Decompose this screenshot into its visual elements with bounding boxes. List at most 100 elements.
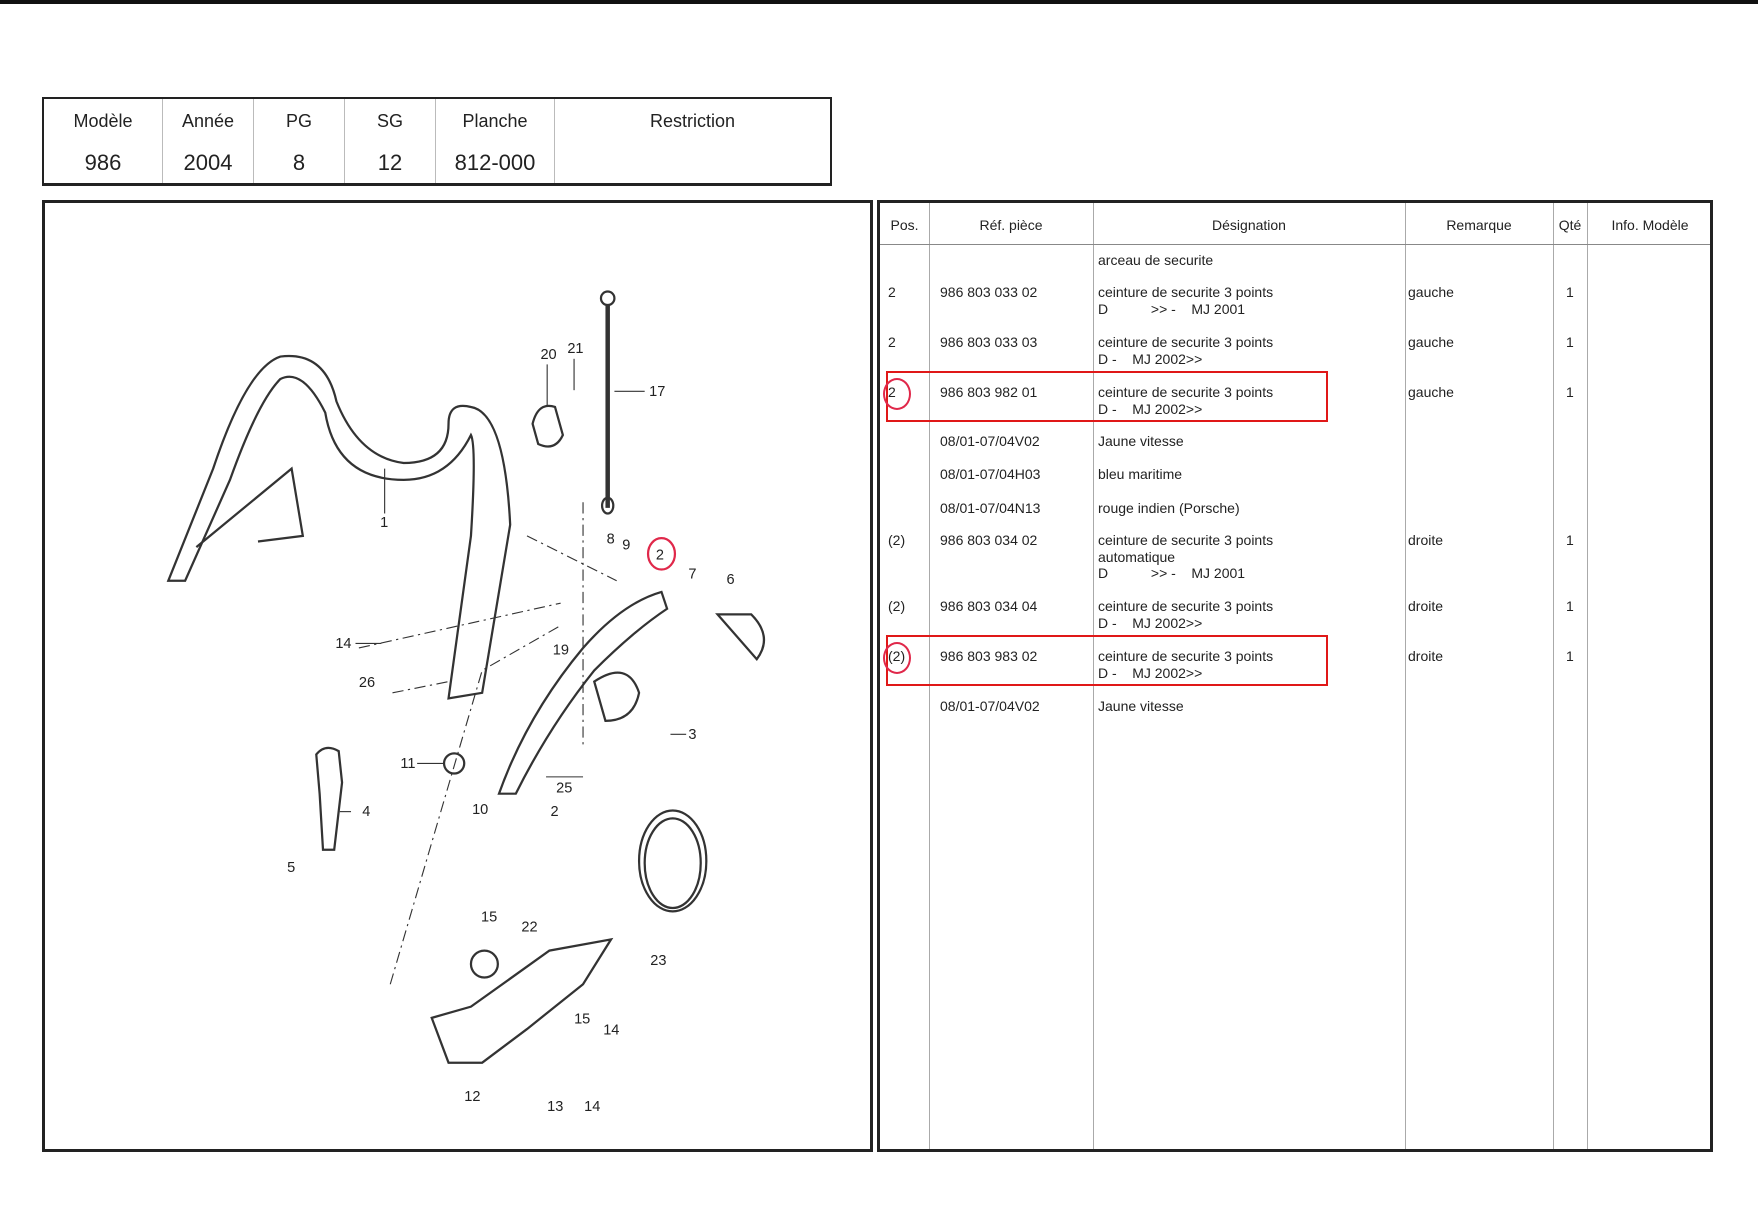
cell-qte: 1	[1566, 648, 1574, 664]
column-header-designation: Désignation	[1212, 217, 1286, 233]
retractor	[592, 671, 641, 722]
cell-designation: ceinture de securite 3 points	[1098, 648, 1274, 664]
cell-designation: ceinture de securite 3 points	[1098, 384, 1274, 400]
header-label: PG	[285, 111, 312, 131]
parts-diagram: 20 21 17 1 8 9 2 7 6 14 19 26 3 11 25 10…	[42, 200, 873, 1152]
callout-label: 15	[574, 1011, 590, 1027]
callout-label: 10	[472, 802, 488, 818]
header-value: 12	[377, 150, 403, 175]
cell-designation: ceinture de securite 3 points	[1098, 532, 1274, 548]
callout-label: 6	[727, 572, 735, 588]
cable-23	[637, 809, 708, 913]
callout-label: 4	[362, 804, 370, 820]
callout-label: 21	[567, 341, 583, 357]
callout-label: 14	[603, 1023, 619, 1039]
buckle-4	[315, 746, 344, 851]
cell-ref: 986 803 033 03	[940, 334, 1038, 350]
cell-designation: D - MJ 2002>>	[1098, 664, 1203, 681]
header-modele: Modèle 986	[44, 99, 163, 183]
cover-12	[430, 937, 614, 1064]
callout-label: 17	[649, 384, 665, 400]
cell-ref: 08/01-07/04V02	[940, 698, 1040, 714]
cell-remarque: gauche	[1408, 284, 1454, 300]
cell-designation: ceinture de securite 3 points	[1098, 284, 1274, 300]
red-circle-pos	[883, 642, 911, 674]
callout-label: 5	[287, 860, 295, 876]
cell-designation: automatique	[1098, 548, 1176, 565]
callout-label: 3	[688, 727, 696, 743]
callout-label: 25	[556, 781, 572, 797]
scan-top-border	[0, 0, 1758, 4]
cell-pos: (2)	[888, 532, 906, 548]
cell-remarque: gauche	[1408, 384, 1454, 400]
callout-label: 19	[553, 643, 569, 659]
cell-designation: D >> - MJ 2001	[1098, 565, 1246, 581]
parts-table: Pos. Réf. pièce Désignation Remarque Qté Info…	[877, 200, 1713, 1152]
cell-ref: 986 803 983 02	[940, 648, 1038, 664]
cell-pos: 2	[888, 284, 896, 300]
cell-ref: 986 803 034 04	[940, 598, 1038, 614]
cell-designation: D - MJ 2002>>	[1098, 400, 1203, 417]
header-label: Modèle	[73, 111, 133, 131]
header-label: Planche	[462, 111, 528, 131]
cell-designation: D - MJ 2002>>	[1098, 614, 1203, 631]
cell-ref: 08/01-07/04N13	[940, 500, 1041, 516]
cell-ref: 08/01-07/04V02	[940, 433, 1040, 449]
red-highlight-box	[886, 635, 1328, 686]
callout-labels: 20 21 17 1 8 9 2 7 6 14 19 26 3 11 25 10…	[287, 341, 734, 1115]
red-circle-callout-2	[646, 537, 677, 571]
cell-ref: 986 803 034 02	[940, 532, 1038, 548]
column-header-info-modele: Info. Modèle	[1611, 217, 1689, 233]
column-header-ref: Réf. pièce	[979, 217, 1043, 233]
header-pg: PG 8	[254, 99, 345, 183]
callout-label: 14	[335, 636, 351, 652]
cell-qte: 1	[1566, 532, 1574, 548]
callout-label: 11	[400, 756, 415, 772]
column-header-pos: Pos.	[890, 217, 919, 233]
column-header-qte: Qté	[1558, 217, 1582, 233]
header-value: 8	[292, 150, 306, 175]
cell-ref: 08/01-07/04H03	[940, 466, 1041, 482]
callout-label: 9	[622, 537, 630, 553]
header-value: 2004	[183, 150, 233, 175]
cell-ref: 986 803 033 02	[940, 284, 1038, 300]
cell-designation: Jaune vitesse	[1098, 698, 1184, 714]
cell-designation: bleu maritime	[1098, 466, 1183, 482]
callout-label: 2	[656, 547, 664, 563]
cell-remarque: droite	[1408, 648, 1444, 664]
cell-designation: arceau de securite	[1098, 252, 1214, 268]
cell-qte: 1	[1566, 384, 1574, 400]
cell-pos: (2)	[888, 598, 906, 614]
callout-label: 13	[547, 1099, 563, 1115]
cell-qte: 1	[1566, 598, 1574, 614]
spacer-11	[442, 752, 466, 775]
cell-pos: 2	[888, 334, 896, 350]
header-restriction: Restriction	[555, 99, 830, 183]
red-highlight-box	[886, 371, 1328, 422]
washer-15	[469, 949, 499, 979]
cell-qte: 1	[1566, 284, 1574, 300]
cell-designation: Jaune vitesse	[1098, 433, 1184, 449]
cell-designation: D >> - MJ 2001	[1098, 300, 1246, 317]
cell-designation: rouge indien (Porsche)	[1098, 500, 1240, 516]
cover-20	[531, 404, 565, 448]
cell-designation: D - MJ 2002>>	[1098, 350, 1203, 367]
callout-label: 8	[607, 532, 615, 548]
roll-bar	[166, 354, 512, 700]
cell-remarque: droite	[1408, 532, 1444, 548]
cell-designation: ceinture de securite 3 points	[1098, 334, 1274, 350]
callout-label: 14	[584, 1099, 600, 1115]
cell-remarque: droite	[1408, 598, 1444, 614]
cell-remarque: gauche	[1408, 334, 1454, 350]
callout-label: 26	[359, 675, 375, 691]
callout-label: 2	[551, 804, 559, 820]
seat-belt	[497, 590, 669, 795]
callout-label: 12	[464, 1089, 480, 1105]
cell-qte: 1	[1566, 334, 1574, 350]
header-value: 986	[84, 150, 122, 175]
column-header-remarque: Remarque	[1446, 217, 1512, 233]
